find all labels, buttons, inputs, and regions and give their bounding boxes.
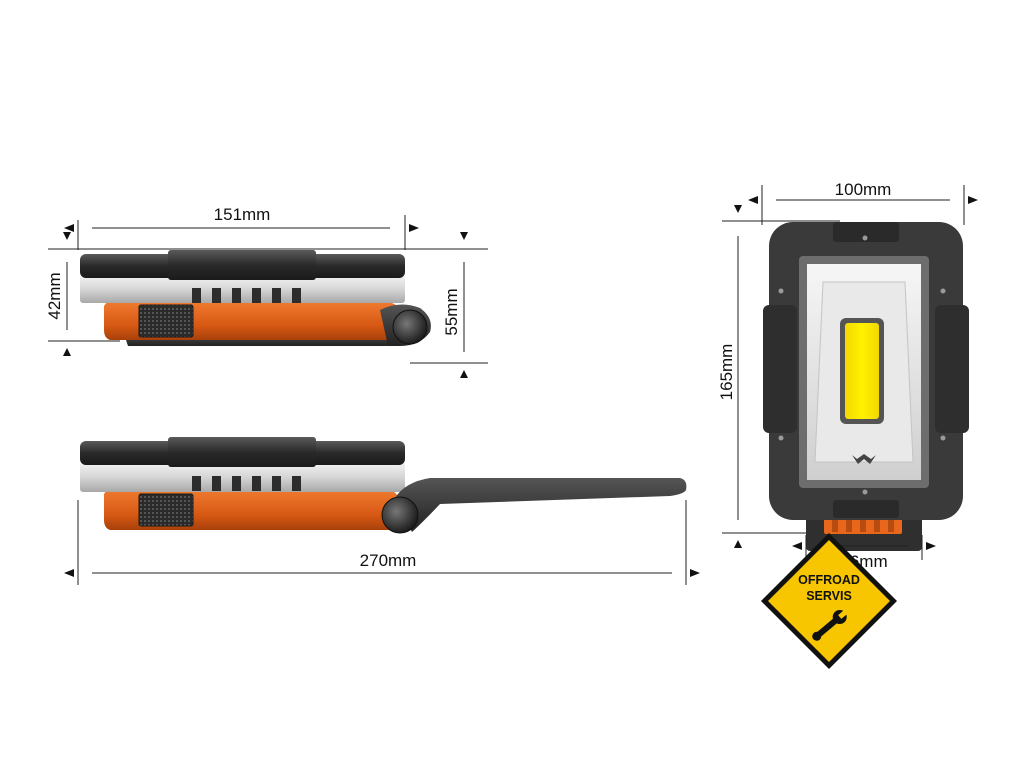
open-stand-arm bbox=[395, 478, 687, 532]
open-hinge-knob bbox=[381, 496, 419, 534]
open-length-label: 270mm bbox=[360, 551, 417, 570]
front-top-tab bbox=[833, 222, 899, 242]
dimension-lines-side bbox=[48, 215, 488, 364]
top-center-block bbox=[168, 250, 316, 280]
dimension-arrows-side bbox=[63, 224, 468, 378]
housing-screws bbox=[778, 235, 946, 495]
offroad-servis-badge: OFFROAD SERVIS bbox=[761, 533, 897, 669]
front-view bbox=[763, 222, 969, 551]
hinge-knob bbox=[392, 309, 428, 345]
open-cooling-fins bbox=[192, 476, 301, 491]
side-view-open bbox=[80, 437, 687, 534]
wrench-icon bbox=[812, 609, 849, 641]
front-right-bumper bbox=[935, 305, 969, 433]
badge-line2: SERVIS bbox=[806, 589, 852, 603]
badge-line1: OFFROAD bbox=[798, 573, 860, 587]
open-speaker-grille bbox=[138, 493, 194, 527]
speaker-grille bbox=[138, 304, 194, 338]
side-height-body-label: 42mm bbox=[45, 272, 64, 319]
front-width-label: 100mm bbox=[835, 180, 892, 199]
dimension-lines-open bbox=[77, 500, 687, 585]
front-height-label: 165mm bbox=[717, 344, 736, 401]
front-left-bumper bbox=[763, 305, 797, 433]
open-top-center-block bbox=[168, 437, 316, 467]
dimension-arrows-open bbox=[64, 569, 700, 577]
side-view-closed bbox=[80, 250, 431, 346]
silver-band bbox=[80, 275, 405, 303]
cob-led-emitter bbox=[845, 323, 879, 419]
side-height-total-label: 55mm bbox=[442, 288, 461, 335]
dimension-lines-front bbox=[722, 185, 965, 560]
front-bottom-tab bbox=[833, 500, 899, 518]
dimension-arrows-front bbox=[734, 196, 978, 550]
open-silver-band bbox=[80, 462, 405, 492]
side-width-label: 151mm bbox=[214, 205, 271, 224]
brand-logo-icon bbox=[852, 454, 876, 464]
cooling-fins bbox=[192, 288, 301, 303]
front-orange-clip-ridges bbox=[832, 516, 894, 532]
